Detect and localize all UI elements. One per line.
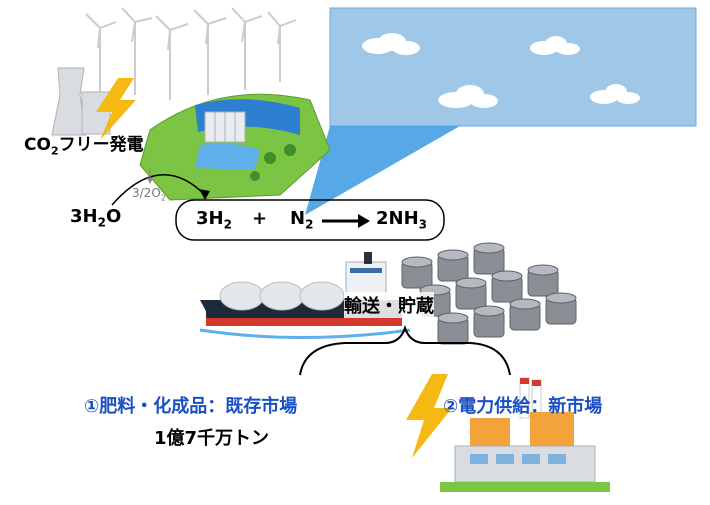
- market1-label: ①肥料・化成品：既存市場: [84, 396, 298, 417]
- plus-sign: +: [252, 208, 268, 229]
- market1-volume: 1億7千万トン: [154, 428, 270, 449]
- dam-icon: [139, 93, 331, 201]
- transport-storage-label: 輸送・貯蔵: [344, 292, 434, 318]
- hydrogen-label: 3H2: [196, 208, 232, 232]
- water-split-arrow: [111, 174, 206, 206]
- wind-turbine-icon: [85, 7, 297, 100]
- lightning-icon: [406, 374, 452, 458]
- lightning-icon: [96, 78, 136, 140]
- oxygen-label: 3/2O2: [132, 186, 166, 203]
- reaction-box: [175, 199, 445, 241]
- branch-bracket: [299, 324, 511, 376]
- storage-tanks-icon: [401, 242, 577, 345]
- cooling-tower-icon: [51, 67, 111, 136]
- ammonia-label: 2NH3: [376, 208, 428, 232]
- sky-beam-icon: [305, 126, 460, 215]
- market2-label: ②電力供給：新市場: [443, 396, 603, 417]
- sky-panel: [329, 7, 697, 127]
- co2-free-power-label: CO2フリー発電: [24, 135, 144, 158]
- water-label: 3H2O: [70, 206, 122, 230]
- nitrogen-label: N2: [290, 208, 314, 232]
- cloud-icon: [362, 33, 640, 108]
- power-plant-icon: [440, 377, 610, 492]
